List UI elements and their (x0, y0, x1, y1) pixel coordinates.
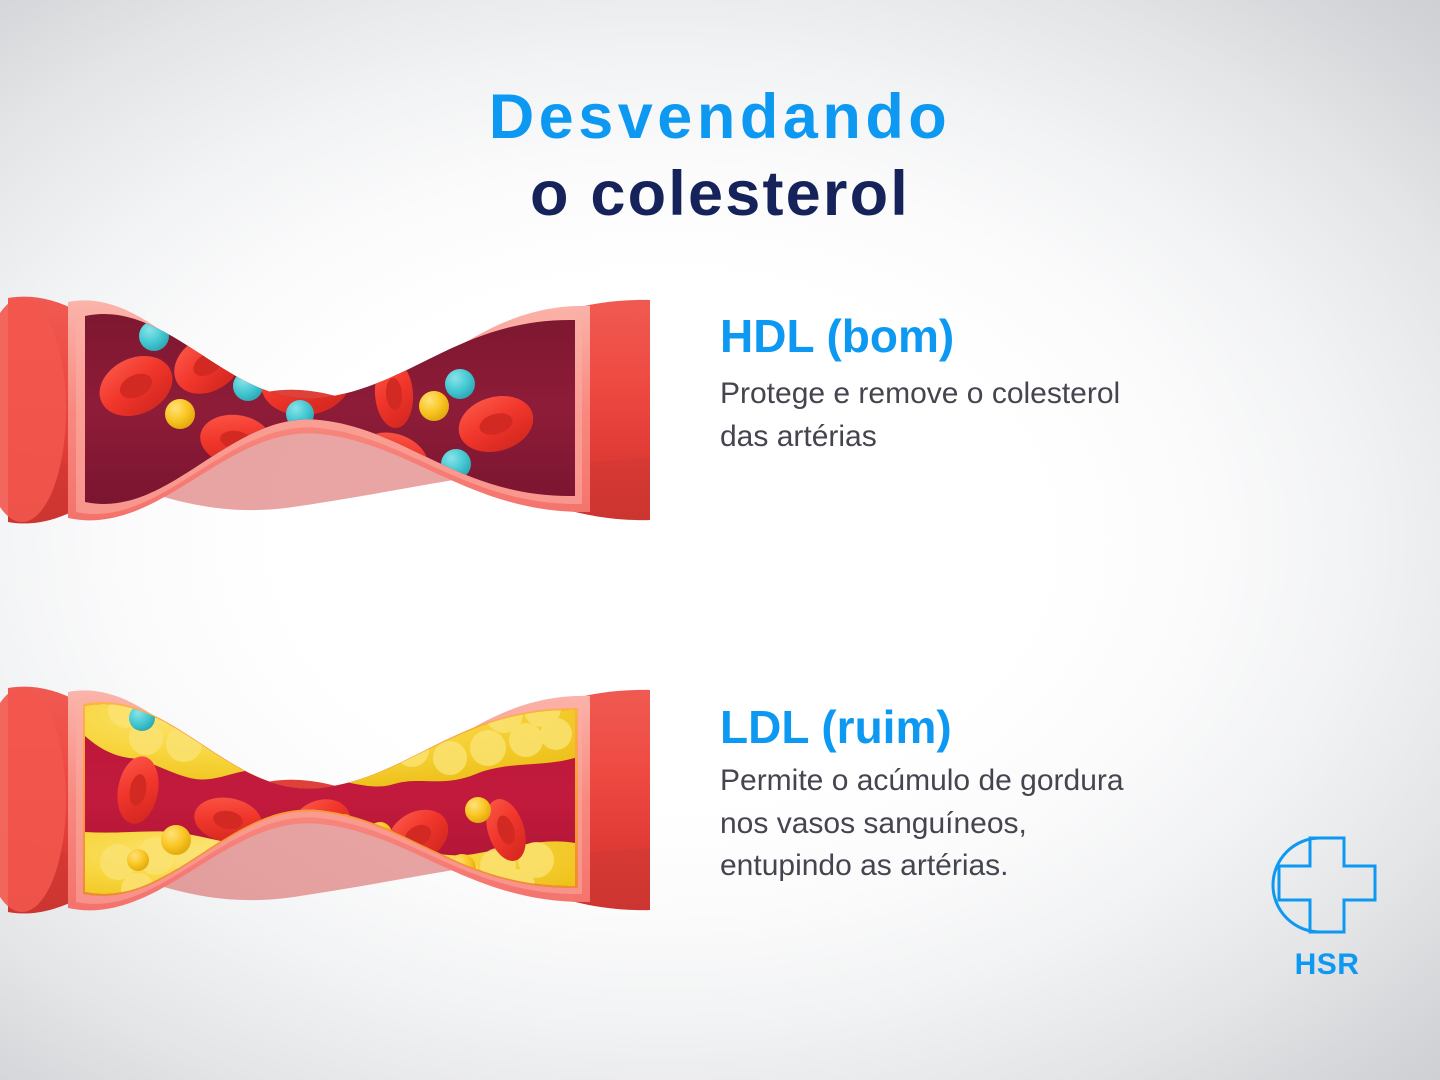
hdl-heading: HDL (bom) (720, 310, 955, 362)
logo-text: HSR (1294, 948, 1360, 981)
ldl-particle (165, 399, 195, 429)
hdl-particle (233, 371, 263, 401)
red-blood-cell (458, 396, 534, 452)
hdl-info-block: HDL (bom) Protege e remove o colesterol … (720, 313, 1140, 458)
red-blood-cell (117, 756, 159, 824)
ldl-particle (419, 391, 449, 421)
healthy-artery-illustration (0, 258, 680, 558)
medical-cross-circle-icon (1271, 836, 1377, 934)
red-blood-cell (486, 799, 526, 861)
ldl-particle (465, 797, 491, 823)
ldl-info-block: LDL (ruim) Permite o acúmulo de gordura … (720, 704, 1160, 888)
ldl-particle (127, 849, 149, 871)
red-blood-cell (99, 355, 173, 417)
title-line-2: o colesterol (529, 159, 910, 229)
hdl-description: Protege e remove o colesterol das artéri… (720, 377, 1121, 453)
title-line-1: Desvendando (488, 82, 952, 152)
hdl-particle (445, 369, 475, 399)
page-title: Desvendando o colesterol (0, 86, 1440, 226)
hdl-particle (139, 321, 169, 351)
ldl-particle (485, 893, 511, 894)
ldl-heading: LDL (ruim) (720, 701, 952, 753)
ldl-particle (161, 825, 191, 855)
ldl-description: Permite o acúmulo de gordura nos vasos s… (720, 764, 1124, 883)
clogged-artery-illustration (0, 648, 680, 948)
hsr-logo: HSR (1252, 828, 1402, 982)
